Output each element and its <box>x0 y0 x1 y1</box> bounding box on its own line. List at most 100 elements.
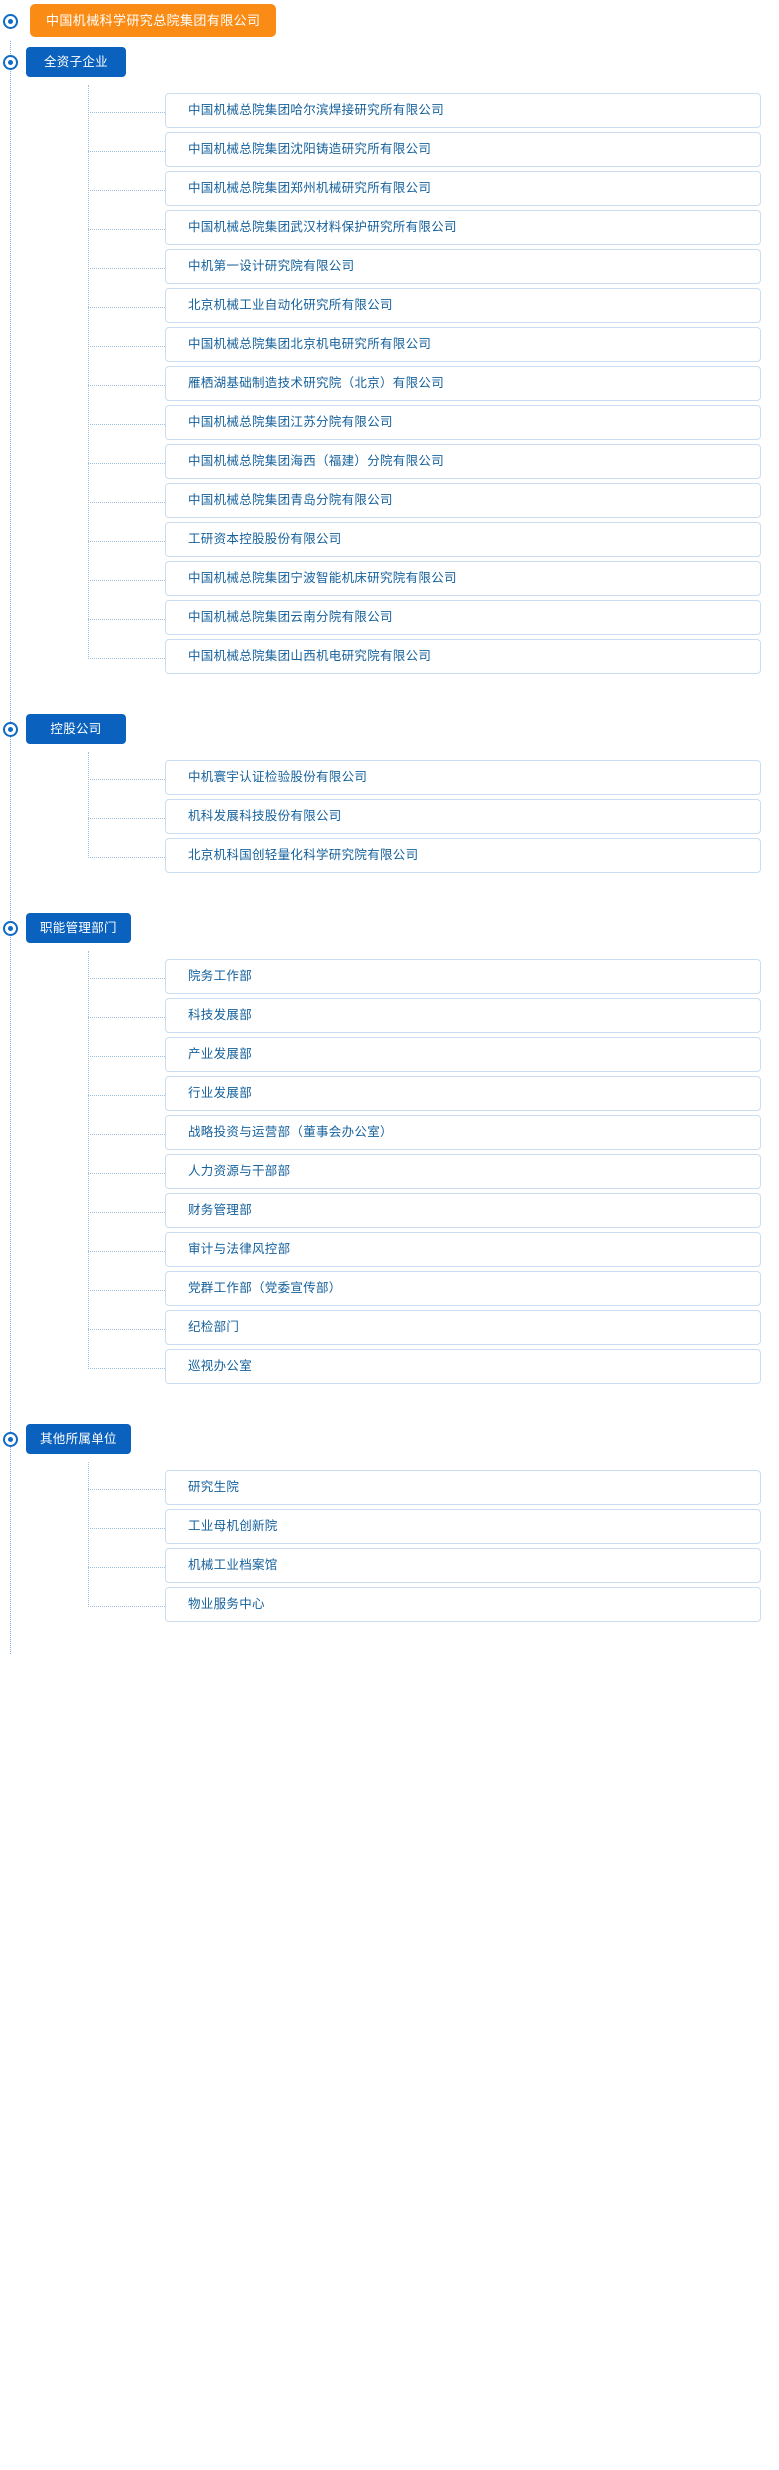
org-unit-row: 机科发展科技股份有限公司 <box>0 799 779 838</box>
org-unit-card[interactable]: 纪检部门 <box>165 1310 761 1345</box>
leaf-connector-line <box>88 1212 165 1213</box>
org-group: 其他所属单位研究生院工业母机创新院机械工业档案馆物业服务中心 <box>0 1418 779 1634</box>
org-unit-card[interactable]: 中国机械总院集团江苏分院有限公司 <box>165 405 761 440</box>
leaf-connector-line <box>88 580 165 581</box>
org-unit-row: 工业母机创新院 <box>0 1509 779 1548</box>
org-unit-row: 工研资本控股股份有限公司 <box>0 522 779 561</box>
org-unit-card[interactable]: 人力资源与干部部 <box>165 1154 761 1189</box>
org-unit-card[interactable]: 雁栖湖基础制造技术研究院（北京）有限公司 <box>165 366 761 401</box>
org-unit-card[interactable]: 审计与法律风控部 <box>165 1232 761 1267</box>
org-unit-card[interactable]: 中国机械总院集团云南分院有限公司 <box>165 600 761 635</box>
org-unit-card[interactable]: 研究生院 <box>165 1470 761 1505</box>
org-unit-card[interactable]: 中国机械总院集团海西（福建）分院有限公司 <box>165 444 761 479</box>
org-unit-row: 纪检部门 <box>0 1310 779 1349</box>
org-unit-row: 中国机械总院集团江苏分院有限公司 <box>0 405 779 444</box>
group-children: 研究生院工业母机创新院机械工业档案馆物业服务中心 <box>0 1462 779 1634</box>
group-header: 职能管理部门 <box>0 907 779 951</box>
org-unit-card[interactable]: 机科发展科技股份有限公司 <box>165 799 761 834</box>
org-group: 控股公司中机寰宇认证检验股份有限公司机科发展科技股份有限公司北京机科国创轻量化科… <box>0 708 779 885</box>
org-unit-card[interactable]: 科技发展部 <box>165 998 761 1033</box>
leaf-connector-line <box>88 1056 165 1057</box>
leaf-connector-line <box>88 1606 165 1607</box>
leaf-connector-line <box>88 1251 165 1252</box>
root-node-row: 中国机械科学研究总院集团有限公司 <box>0 4 779 41</box>
org-unit-row: 中国机械总院集团武汉材料保护研究所有限公司 <box>0 210 779 249</box>
group-node-marker-icon <box>3 1432 18 1447</box>
leaf-connector-line <box>88 307 165 308</box>
leaf-connector-line <box>88 151 165 152</box>
group-label-2[interactable]: 职能管理部门 <box>26 913 131 943</box>
org-unit-card[interactable]: 财务管理部 <box>165 1193 761 1228</box>
org-unit-row: 行业发展部 <box>0 1076 779 1115</box>
org-unit-card[interactable]: 中机第一设计研究院有限公司 <box>165 249 761 284</box>
leaf-connector-line <box>88 541 165 542</box>
org-unit-card[interactable]: 物业服务中心 <box>165 1587 761 1622</box>
leaf-connector-line <box>88 1329 165 1330</box>
org-unit-row: 中国机械总院集团宁波智能机床研究院有限公司 <box>0 561 779 600</box>
org-unit-card[interactable]: 行业发展部 <box>165 1076 761 1111</box>
org-unit-card[interactable]: 党群工作部（党委宣传部） <box>165 1271 761 1306</box>
group-child-spine <box>88 951 89 1369</box>
org-unit-row: 中国机械总院集团沈阳铸造研究所有限公司 <box>0 132 779 171</box>
org-unit-card[interactable]: 院务工作部 <box>165 959 761 994</box>
org-unit-card[interactable]: 中国机械总院集团山西机电研究院有限公司 <box>165 639 761 674</box>
leaf-connector-line <box>88 658 165 659</box>
org-unit-row: 物业服务中心 <box>0 1587 779 1626</box>
leaf-connector-line <box>88 229 165 230</box>
group-child-spine <box>88 1462 89 1607</box>
org-unit-row: 战略投资与运营部（董事会办公室） <box>0 1115 779 1154</box>
org-unit-row: 院务工作部 <box>0 959 779 998</box>
org-unit-card[interactable]: 中国机械总院集团北京机电研究所有限公司 <box>165 327 761 362</box>
leaf-connector-line <box>88 1528 165 1529</box>
org-unit-row: 雁栖湖基础制造技术研究院（北京）有限公司 <box>0 366 779 405</box>
org-unit-card[interactable]: 工研资本控股股份有限公司 <box>165 522 761 557</box>
org-unit-card[interactable]: 中国机械总院集团沈阳铸造研究所有限公司 <box>165 132 761 167</box>
leaf-connector-line <box>88 346 165 347</box>
org-unit-card[interactable]: 北京机科国创轻量化科学研究院有限公司 <box>165 838 761 873</box>
org-unit-row: 中国机械总院集团山西机电研究院有限公司 <box>0 639 779 678</box>
org-unit-row: 财务管理部 <box>0 1193 779 1232</box>
org-unit-card[interactable]: 中国机械总院集团青岛分院有限公司 <box>165 483 761 518</box>
leaf-connector-line <box>88 502 165 503</box>
group-list: 全资子企业中国机械总院集团哈尔滨焊接研究所有限公司中国机械总院集团沈阳铸造研究所… <box>0 41 779 1634</box>
leaf-connector-line <box>88 857 165 858</box>
group-node-marker-icon <box>3 921 18 936</box>
org-unit-card[interactable]: 北京机械工业自动化研究所有限公司 <box>165 288 761 323</box>
org-unit-card[interactable]: 机械工业档案馆 <box>165 1548 761 1583</box>
group-children: 中国机械总院集团哈尔滨焊接研究所有限公司中国机械总院集团沈阳铸造研究所有限公司中… <box>0 85 779 686</box>
leaf-connector-line <box>88 1095 165 1096</box>
leaf-connector-line <box>88 424 165 425</box>
org-unit-row: 人力资源与干部部 <box>0 1154 779 1193</box>
group-header: 全资子企业 <box>0 41 779 85</box>
group-child-spine <box>88 752 89 858</box>
leaf-connector-line <box>88 190 165 191</box>
org-unit-row: 中机第一设计研究院有限公司 <box>0 249 779 288</box>
group-spacer <box>0 885 779 907</box>
org-unit-card[interactable]: 中国机械总院集团武汉材料保护研究所有限公司 <box>165 210 761 245</box>
org-unit-card[interactable]: 产业发展部 <box>165 1037 761 1072</box>
group-label-1[interactable]: 控股公司 <box>26 714 126 744</box>
org-unit-card[interactable]: 巡视办公室 <box>165 1349 761 1384</box>
org-unit-card[interactable]: 中国机械总院集团宁波智能机床研究院有限公司 <box>165 561 761 596</box>
leaf-connector-line <box>88 1173 165 1174</box>
group-node-marker-icon <box>3 722 18 737</box>
group-header: 控股公司 <box>0 708 779 752</box>
group-children: 院务工作部科技发展部产业发展部行业发展部战略投资与运营部（董事会办公室） 人力资源… <box>0 951 779 1396</box>
org-unit-card[interactable]: 中机寰宇认证检验股份有限公司 <box>165 760 761 795</box>
org-unit-row: 科技发展部 <box>0 998 779 1037</box>
group-label-0[interactable]: 全资子企业 <box>26 47 126 77</box>
group-label-3[interactable]: 其他所属单位 <box>26 1424 131 1454</box>
org-unit-card[interactable]: 中国机械总院集团哈尔滨焊接研究所有限公司 <box>165 93 761 128</box>
org-unit-card[interactable]: 工业母机创新院 <box>165 1509 761 1544</box>
org-unit-card[interactable]: 中国机械总院集团郑州机械研究所有限公司 <box>165 171 761 206</box>
group-node-marker-icon <box>3 55 18 70</box>
org-unit-row: 中国机械总院集团郑州机械研究所有限公司 <box>0 171 779 210</box>
tree-main-spine <box>10 41 11 1654</box>
group-children: 中机寰宇认证检验股份有限公司机科发展科技股份有限公司北京机科国创轻量化科学研究院… <box>0 752 779 885</box>
org-unit-card[interactable]: 战略投资与运营部（董事会办公室） <box>165 1115 761 1150</box>
group-child-spine <box>88 85 89 659</box>
group-spacer <box>0 686 779 708</box>
leaf-connector-line <box>88 1489 165 1490</box>
org-unit-row: 中国机械总院集团青岛分院有限公司 <box>0 483 779 522</box>
root-organization-node[interactable]: 中国机械科学研究总院集团有限公司 <box>30 4 277 37</box>
